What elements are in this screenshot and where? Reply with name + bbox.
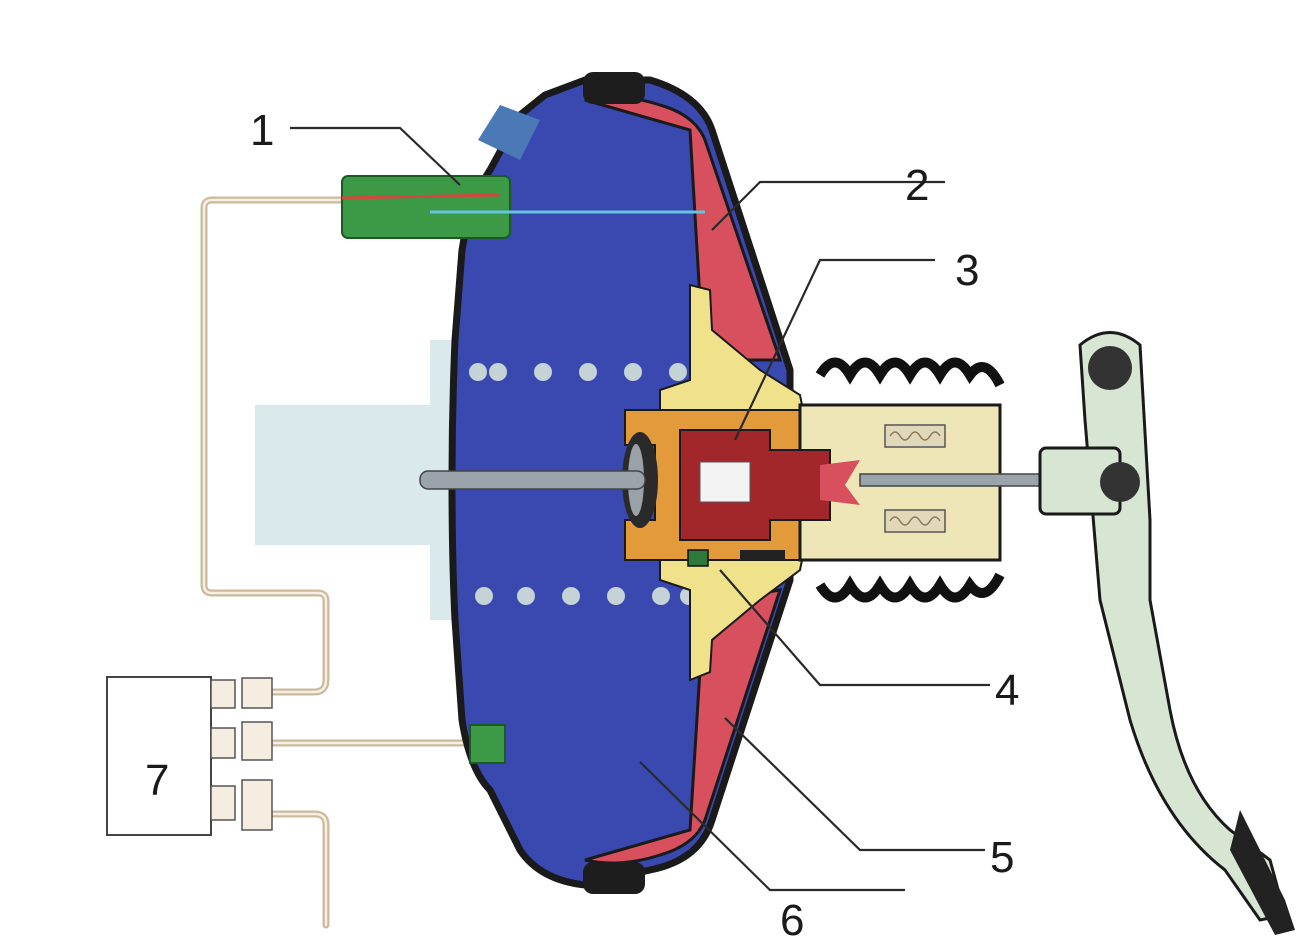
springs <box>884 424 946 533</box>
pedal-pad <box>1230 810 1295 935</box>
bellows <box>815 357 1005 603</box>
push-rod <box>419 470 646 490</box>
callout-7: 7 <box>145 756 169 805</box>
valve-sensor <box>687 549 709 567</box>
valve-core <box>679 429 831 541</box>
pedal-rod <box>859 473 1041 487</box>
brake-pedal <box>1078 331 1287 922</box>
vacuum-inlet <box>478 105 540 160</box>
callout-6: 6 <box>780 896 804 938</box>
clevis-pin <box>1100 462 1140 502</box>
callout-2: 2 <box>905 161 929 210</box>
callout-1: 1 <box>250 106 274 155</box>
leader-lines <box>290 126 990 892</box>
callout-3: 3 <box>955 246 979 295</box>
control-unit-box <box>106 676 212 836</box>
callout-4: 4 <box>995 666 1019 715</box>
background-shadow <box>255 340 470 620</box>
diaphragm-holes <box>469 363 698 605</box>
pedal-pivot <box>1088 346 1132 390</box>
seal-bottom <box>583 862 645 894</box>
sensor-1 <box>341 175 511 239</box>
lower-fitting <box>469 724 506 764</box>
callout-5: 5 <box>990 833 1014 882</box>
control-unit-connectors <box>210 677 273 831</box>
seal-top <box>583 72 645 104</box>
